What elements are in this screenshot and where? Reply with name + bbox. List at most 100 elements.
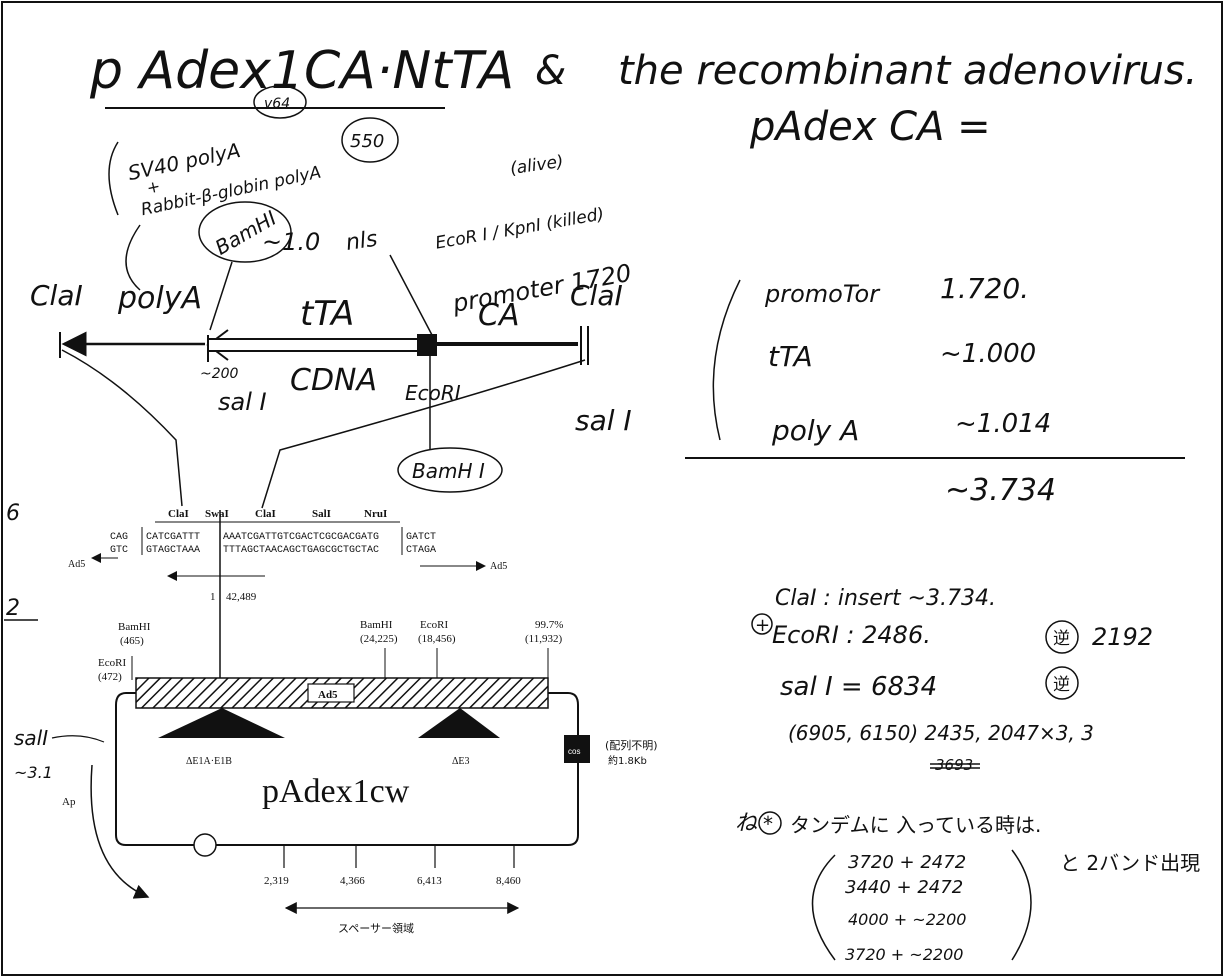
tick-label-8460: 8,460 — [496, 875, 521, 887]
tandem-star-circle — [758, 811, 782, 835]
map-bamhi-mid-pos: (24,225) — [360, 633, 398, 645]
map-bamhi-mid: BamHI — [360, 619, 393, 631]
seq-line2-seq: TTTAGCTAACAGCTGAGCGCTGCTAC — [223, 545, 379, 556]
combo-4: 3720 + ~2200 — [845, 945, 963, 964]
seq-line2-right: CTAGA — [406, 545, 436, 556]
map-amp-arrow — [90, 764, 150, 899]
insertion-line-right — [261, 359, 586, 509]
cos-unknown: (配列不明) — [605, 738, 658, 752]
bracket-polya-notes — [108, 141, 119, 216]
plasmid-backbone — [115, 692, 579, 846]
label-sali-right: sal I — [575, 404, 632, 437]
digest-ecori: EcoRI : 2486. — [772, 621, 931, 649]
circle-v64 — [253, 85, 307, 119]
label-clai-right: ClaI — [570, 279, 623, 312]
map-pct: 99.7% — [535, 619, 563, 631]
ad5-box-label: Ad5 — [318, 689, 338, 701]
pointer-polya — [125, 224, 141, 291]
title-pAdexCA: pAdex CA = — [749, 104, 991, 150]
combo-1: 3720 + 2472 — [848, 852, 966, 873]
delta-e3-triangle — [418, 708, 500, 738]
map-sali-note2: ~3.1 — [14, 763, 53, 782]
two-bands: と 2バンド出現 — [1060, 851, 1200, 875]
seq-index: 6 — [6, 501, 20, 526]
note-sv40: SV40 polyA — [126, 138, 243, 185]
label-ca: CA — [478, 298, 519, 333]
combos-bracket-right — [1011, 849, 1032, 961]
delta-e1-triangle — [158, 708, 285, 738]
combo-3: 4000 + ~2200 — [848, 910, 966, 929]
digest-sali-circle — [1045, 666, 1079, 700]
map-sali-note: salI — [14, 726, 48, 750]
label-200: ~200 — [200, 366, 239, 382]
digest-clai: ClaI : insert ~3.734. — [775, 586, 996, 611]
ecori-junction-box — [417, 334, 437, 356]
seq-line1-mid: CATCGATTT — [146, 532, 200, 543]
title-main: p Adex1CA·NtTA — [89, 41, 514, 101]
cos-label: cos — [568, 747, 580, 756]
title-amp: & — [535, 48, 566, 94]
seq-ad5-right: Ad5 — [490, 561, 507, 572]
map-bamhi-left: BamHI — [118, 621, 151, 633]
size-row-polya-value: ~1.014 — [955, 409, 1051, 439]
note-approx10: ~1.0 — [262, 228, 320, 256]
cos-box — [564, 735, 590, 763]
size-row-tta-value: ~1.000 — [940, 339, 1036, 369]
label-cdna: CDNA — [290, 363, 377, 398]
seq-line1-left: CAG — [110, 532, 128, 543]
tta-cdna-bar — [207, 338, 419, 352]
seq-site-nrui: NruI — [364, 508, 387, 520]
label-tta: tTA — [300, 294, 354, 334]
insertion-line-left — [61, 349, 183, 507]
seq-pos2: 42,489 — [226, 591, 257, 603]
seq-site-clai-1: ClaI — [168, 508, 189, 520]
pointer-nls — [389, 254, 433, 336]
label-clai-left: ClaI — [30, 279, 83, 312]
plasmid-name: pAdex1cw — [262, 773, 410, 810]
map-pct-pos: (11,932) — [525, 633, 563, 645]
note-550: 550 — [350, 131, 384, 152]
ori-circle — [193, 833, 217, 857]
seq-site-swai: SwaI — [205, 508, 229, 520]
map-ecori-mid-pos: (18,456) — [418, 633, 456, 645]
seq-site-sali: SalI — [312, 508, 331, 520]
tandem-star: * — [763, 812, 773, 836]
tick-label-2319: 2,319 — [264, 875, 289, 887]
seq-site-clai-2: ClaI — [255, 508, 276, 520]
seq-line2-mid: GTAGCTAAA — [146, 545, 200, 556]
label-delta-e1: ΔE1A·E1B — [186, 756, 232, 767]
note-nls: nls — [344, 227, 379, 256]
label-bamhi-bottom: BamH I — [412, 459, 485, 483]
map-amp: Ap — [62, 796, 76, 808]
digest-sali-list: (6905, 6150) 2435, 2047×3, 3 — [788, 721, 1094, 745]
seq-line1-right: GATCT — [406, 532, 436, 543]
digest-sali: sal I = 6834 — [780, 672, 937, 702]
note-alive: (alive) — [509, 152, 565, 179]
label-delta-e3: ΔE3 — [452, 756, 470, 767]
seq-ad5-left: Ad5 — [68, 559, 85, 570]
map-bamhi-left-pos: (465) — [120, 635, 144, 647]
ad5-label-box — [307, 683, 355, 703]
size-row-promoter-value: 1.720. — [940, 272, 1029, 305]
digest-ecori-extra: 2192 — [1092, 623, 1153, 651]
size-row-tta-name: tTA — [768, 340, 813, 373]
map-ecori-left: EcoRI — [98, 657, 126, 669]
tandem-prefix: ね — [735, 811, 758, 836]
digest-ecori-circle — [1045, 620, 1079, 654]
size-row-promoter-name: promoTor — [764, 280, 881, 308]
map-ecori-mid: EcoRI — [420, 619, 448, 631]
map-sali-note-line — [51, 735, 105, 743]
combo-2: 3440 + 2472 — [845, 877, 963, 898]
size-row-polya-name: poly A — [771, 414, 859, 447]
tick-label-4366: 4,366 — [340, 875, 365, 887]
digest-ecori-mark-circle — [751, 613, 773, 635]
seq-pos1: 1 — [210, 591, 216, 603]
circle-550 — [341, 117, 399, 163]
digest-ecori-mark: + — [755, 615, 770, 636]
seq-line1-seq: AAATCGATTGTCGACTCGCGACGATG — [223, 532, 379, 543]
map-index: 2 — [6, 596, 20, 621]
label-sali-left: sal I — [218, 388, 267, 416]
digest-ecori-circle-text: 逆 — [1053, 629, 1070, 649]
